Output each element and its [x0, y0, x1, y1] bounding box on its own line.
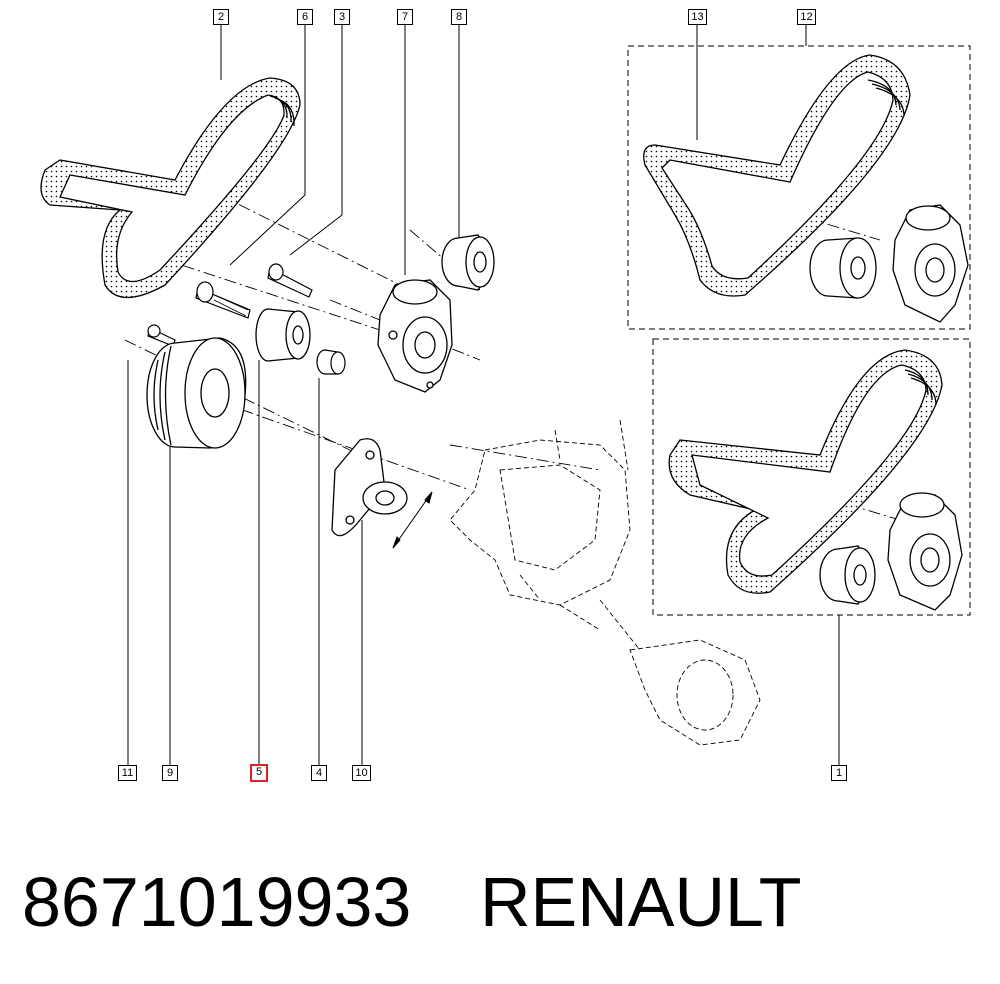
bolt-6 — [195, 281, 251, 319]
callout-7: 7 — [397, 9, 413, 25]
callout-12: 12 — [797, 9, 816, 25]
belt-13 — [643, 54, 911, 297]
tensioner-kit-12 — [892, 204, 969, 323]
callout-11: 11 — [118, 765, 137, 781]
tensioner-7 — [377, 279, 453, 393]
roller-5 — [255, 308, 311, 362]
bolt-3 — [267, 263, 313, 298]
dimension-arrow — [392, 491, 433, 549]
part-number: 8671019933 — [22, 863, 412, 941]
pulley-kit-12 — [809, 237, 877, 299]
engine-block-ghost — [449, 419, 761, 746]
tensioner-kit-1 — [887, 492, 963, 611]
kit-frames — [627, 45, 971, 616]
brand-name: RENAULT — [480, 863, 802, 941]
callout-10: 10 — [352, 765, 371, 781]
roller-8 — [441, 234, 495, 291]
callout-8: 8 — [451, 9, 467, 25]
callout-1: 1 — [831, 765, 847, 781]
callout-5-highlighted[interactable]: 5 — [250, 764, 268, 782]
pulley-9 — [146, 337, 247, 449]
callout-3: 3 — [334, 9, 350, 25]
callout-2: 2 — [213, 9, 229, 25]
belt-kit-1 — [668, 349, 943, 594]
spacer-4 — [316, 349, 346, 375]
roller-kit-1 — [819, 545, 876, 605]
callout-6: 6 — [297, 9, 313, 25]
belt-2 — [40, 77, 301, 298]
callout-9: 9 — [162, 765, 178, 781]
leader-lines — [127, 24, 840, 765]
bracket-10 — [331, 438, 408, 537]
callout-4: 4 — [311, 765, 327, 781]
callout-13: 13 — [688, 9, 707, 25]
